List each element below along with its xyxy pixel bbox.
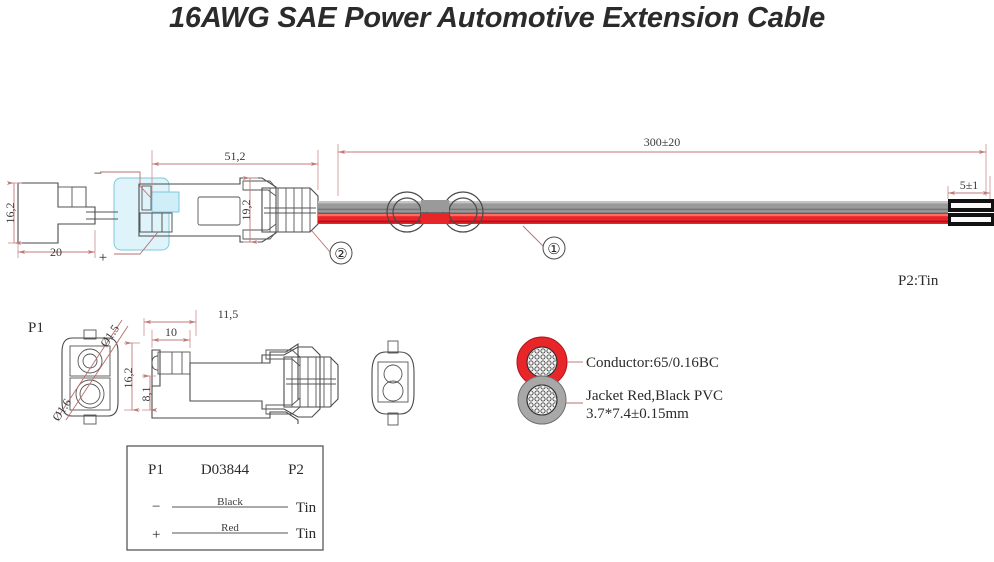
dim-p1-pin-length	[151, 330, 191, 348]
dim-label-terminal-height: 16,2	[3, 203, 17, 224]
dim-label-body-height: 19,2	[239, 200, 253, 221]
conductor-section-icon	[516, 336, 568, 388]
p1-detail-view	[59, 310, 339, 425]
dim-label-strip-length: 5±1	[960, 178, 979, 192]
dim-terminal-width	[17, 230, 96, 258]
dim-connector-length	[151, 150, 319, 196]
table-row-1-wire: Red	[221, 522, 239, 534]
polarity-minus-marker	[100, 171, 153, 200]
dim-label-cable-length: 300±20	[644, 135, 681, 149]
dim-label-terminal-width: 20	[50, 245, 62, 259]
page-title: 16AWG SAE Power Automotive Extension Cab…	[168, 2, 826, 34]
table-header-p1: P1	[148, 462, 164, 478]
table-row-0-pin: −	[152, 499, 160, 515]
conductor-spec-label: Conductor:65/0.16BC	[586, 355, 719, 371]
dim-body-height	[242, 176, 258, 244]
dim-p1-offset	[142, 374, 158, 412]
table-row-1-pin: +	[152, 527, 160, 543]
dim-label-p1-body-length: 11,5	[218, 307, 239, 321]
dim-label-connector-length: 51,2	[225, 149, 246, 163]
dim-p1-body-length	[143, 310, 197, 336]
polarity-minus-label: −	[94, 166, 102, 182]
dim-label-p1-height: 16,2	[121, 368, 135, 389]
callout-cable-leader	[522, 225, 566, 260]
jacket-spec-line1: Jacket Red,Black PVC	[586, 388, 723, 404]
callout-connector-number: ②	[334, 247, 347, 263]
dim-label-p1-offset: 8,1	[139, 387, 153, 402]
polarity-plus-marker	[114, 231, 159, 255]
p2-end-label: P2:Tin	[898, 273, 939, 289]
dim-label-p1-pin-length: 10	[165, 325, 177, 339]
polarity-plus-label: +	[99, 250, 107, 266]
dim-cable-length	[337, 144, 987, 196]
dim-terminal-height	[6, 181, 22, 245]
jacket-spec-line2: 3.7*7.4±0.15mm	[586, 406, 689, 422]
callout-cable-number: ①	[547, 242, 560, 258]
table-header-p2: P2	[288, 462, 304, 478]
table-header-partnumber: D03844	[201, 462, 250, 478]
dim-strip-length	[947, 176, 991, 199]
dim-p1-height	[124, 341, 140, 412]
p1-detail-label: P1	[28, 320, 44, 336]
callout-connector-leader	[311, 230, 353, 265]
table-row-0-end: Tin	[296, 500, 317, 516]
end-view	[371, 340, 415, 426]
jacket-section-icon	[517, 375, 567, 425]
table-row-0-wire: Black	[217, 496, 243, 508]
table-row-1-end: Tin	[296, 526, 317, 542]
cable-cross-section-legend	[516, 336, 583, 425]
wiring-table	[126, 445, 324, 551]
top-assembly-view	[17, 171, 994, 255]
